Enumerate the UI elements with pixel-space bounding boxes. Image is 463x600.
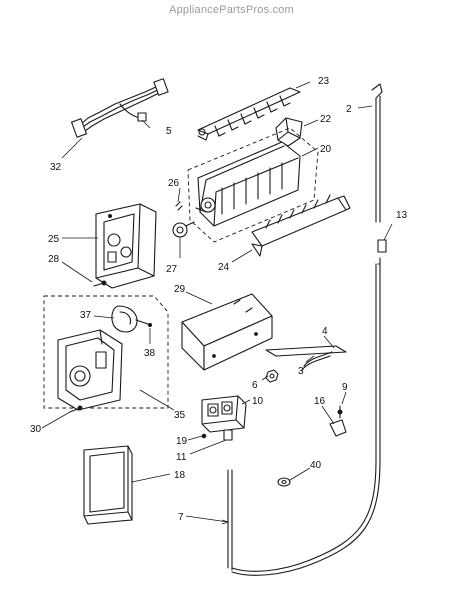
screw-28-part — [93, 280, 107, 287]
shield-part — [181, 293, 273, 371]
callout-18: 18 — [174, 470, 186, 481]
callout-13: 13 — [396, 210, 408, 221]
callout-2: 2 — [346, 104, 352, 115]
grommet-40-part — [277, 477, 291, 487]
callout-22: 22 — [320, 114, 332, 125]
callout-38: 38 — [144, 348, 156, 359]
motor-module-assembly — [43, 295, 169, 411]
callout-20: 20 — [320, 144, 332, 155]
callout-40: 40 — [310, 460, 322, 471]
callout-10: 10 — [252, 396, 264, 407]
callout-11: 11 — [176, 452, 187, 463]
callout-32: 32 — [50, 162, 62, 173]
callout-35: 35 — [174, 410, 186, 421]
module-housing-part — [95, 203, 157, 289]
callout-9: 9 — [342, 382, 348, 393]
callout-23: 23 — [318, 76, 330, 87]
screw-30-part — [69, 405, 83, 413]
callout-30: 30 — [30, 424, 42, 435]
callout-27: 27 — [166, 264, 178, 275]
mold-part — [187, 127, 319, 243]
wire-harness-part — [71, 78, 169, 138]
callout-28: 28 — [48, 254, 60, 265]
callout-25: 25 — [48, 234, 60, 245]
callout-29: 29 — [174, 284, 186, 295]
callout-5: 5 — [166, 126, 172, 137]
callout-16: 16 — [314, 396, 326, 407]
callout-37: 37 — [80, 310, 92, 321]
callout-24: 24 — [218, 262, 230, 273]
water-line-part — [227, 83, 387, 576]
callout-4: 4 — [322, 326, 328, 337]
callout-3: 3 — [298, 366, 304, 377]
callout-19: 19 — [176, 436, 188, 447]
fill-tube-part — [265, 345, 347, 371]
callout-7: 7 — [178, 512, 184, 523]
thermostat-part — [172, 201, 195, 238]
ejector-part — [197, 87, 301, 141]
stripper-part — [251, 194, 351, 257]
leader-lines — [41, 81, 393, 525]
nut-6-part — [265, 369, 279, 383]
callout-6: 6 — [252, 380, 258, 391]
callout-26: 26 — [168, 178, 180, 189]
water-valve-part — [201, 395, 247, 441]
site-watermark: AppliancePartsPros.com — [169, 4, 294, 16]
cover-part — [83, 445, 133, 525]
callout-labels: 23 2 22 5 20 32 26 13 25 28 24 27 29 37 … — [30, 76, 408, 523]
fill-cup-part — [275, 117, 303, 147]
